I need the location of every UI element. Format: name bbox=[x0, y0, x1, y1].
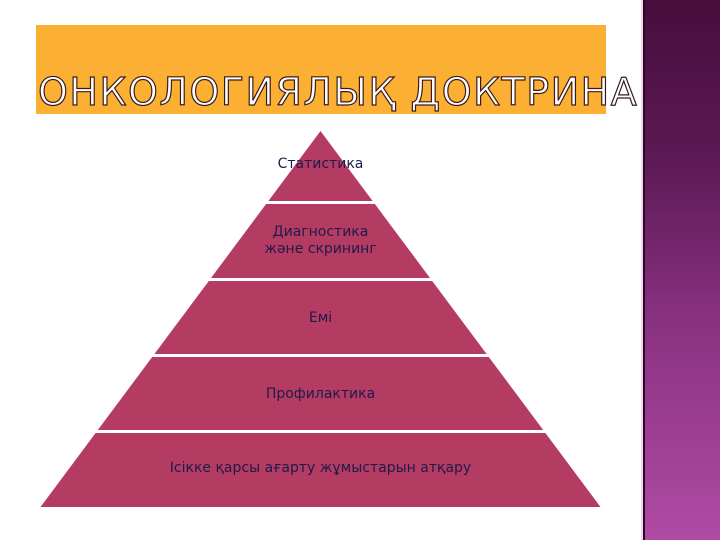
pyramid-tier-2-shape bbox=[211, 204, 430, 278]
pyramid-tier-1-shape bbox=[268, 131, 373, 201]
pyramid-tier-2-label: Диагностика және скрининг bbox=[0, 224, 641, 258]
tier-5-text: Ісікке қарсы ағарту жұмыстарын атқару bbox=[169, 460, 472, 476]
pyramid-tier-4-shape bbox=[97, 357, 544, 430]
pyramid-tier-3-label: Емі bbox=[0, 310, 641, 327]
slide-title: ОНКОЛОГИЯЛЫҚ ДОКТРИНА bbox=[37, 69, 639, 114]
pyramid-tier-4-label: Профилактика bbox=[0, 386, 641, 403]
tier-1-text: Статистика bbox=[277, 156, 364, 172]
pyramid-tier-3-shape bbox=[154, 281, 487, 354]
tier-2-text-line-1: Диагностика bbox=[272, 224, 369, 240]
title-banner bbox=[36, 25, 606, 114]
pyramid-tier-1-label: Статистика bbox=[0, 156, 641, 173]
tier-3-text: Емі bbox=[308, 310, 333, 326]
pyramid-tier-5-label: Ісікке қарсы ағарту жұмыстарын атқару bbox=[0, 460, 641, 477]
tier-4-text: Профилактика bbox=[265, 386, 376, 402]
decorative-side-bar bbox=[641, 0, 720, 540]
tier-2-text-line-2: және скрининг bbox=[264, 241, 377, 257]
pyramid-tier-5-shape bbox=[40, 433, 601, 507]
